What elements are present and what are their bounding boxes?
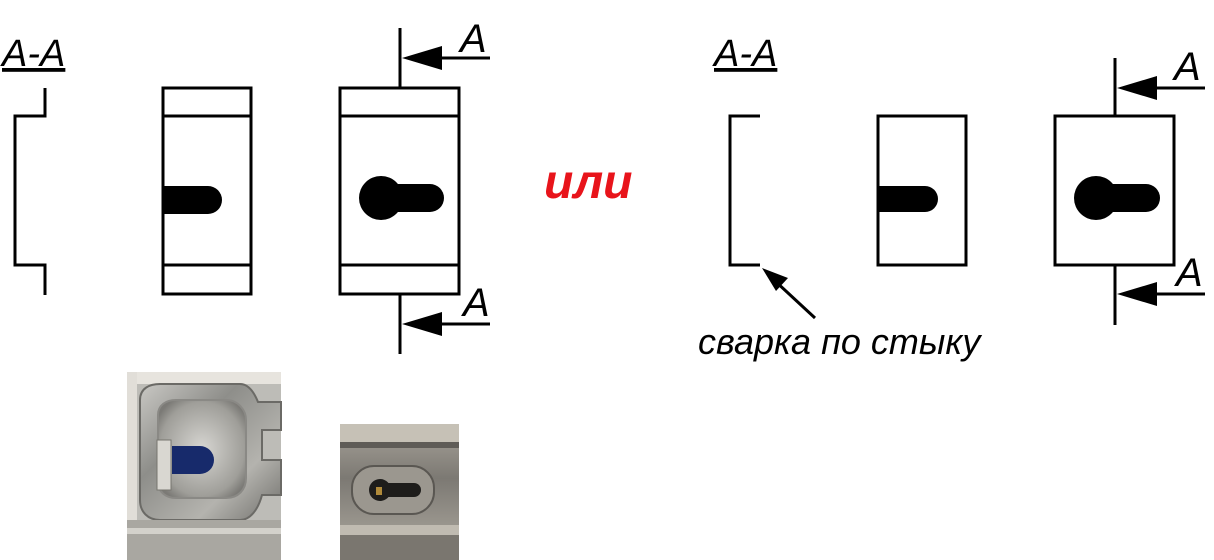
cut-marker-bottom-right: A xyxy=(1113,251,1205,325)
right-variant: A-A сварка по стыку A xyxy=(698,33,1205,362)
section-label-right: A-A xyxy=(712,33,777,75)
part-keyhole-flanged xyxy=(338,86,461,296)
part-keyhole xyxy=(1053,114,1176,267)
open-slot-right xyxy=(878,186,938,212)
cut-label-top-left: A xyxy=(458,17,487,61)
photo-keyhole-slot xyxy=(340,424,459,560)
keyhole-slot-right xyxy=(1100,184,1160,212)
separator-text: или xyxy=(544,156,633,209)
part-open-slot-flanged xyxy=(161,86,253,296)
keyhole-slot xyxy=(385,184,444,212)
weld-note: сварка по стыку xyxy=(698,321,982,362)
part-open-slot xyxy=(876,114,968,267)
cut-marker-bottom-left: A xyxy=(398,281,490,354)
cut-marker-top-left: A xyxy=(398,17,490,88)
cut-label-top-right: A xyxy=(1172,45,1201,89)
photo-open-slot xyxy=(127,372,282,560)
weld-arrow xyxy=(762,268,817,320)
open-slot xyxy=(163,186,222,214)
cut-marker-top-right: A xyxy=(1113,45,1205,116)
section-profile-right xyxy=(728,114,760,267)
cut-label-bottom-left: A xyxy=(461,281,490,325)
section-profile-left xyxy=(13,88,47,295)
left-variant: A-A A A xyxy=(0,17,490,354)
section-label-left: A-A xyxy=(0,33,65,75)
cut-label-bottom-right: A xyxy=(1174,251,1203,295)
